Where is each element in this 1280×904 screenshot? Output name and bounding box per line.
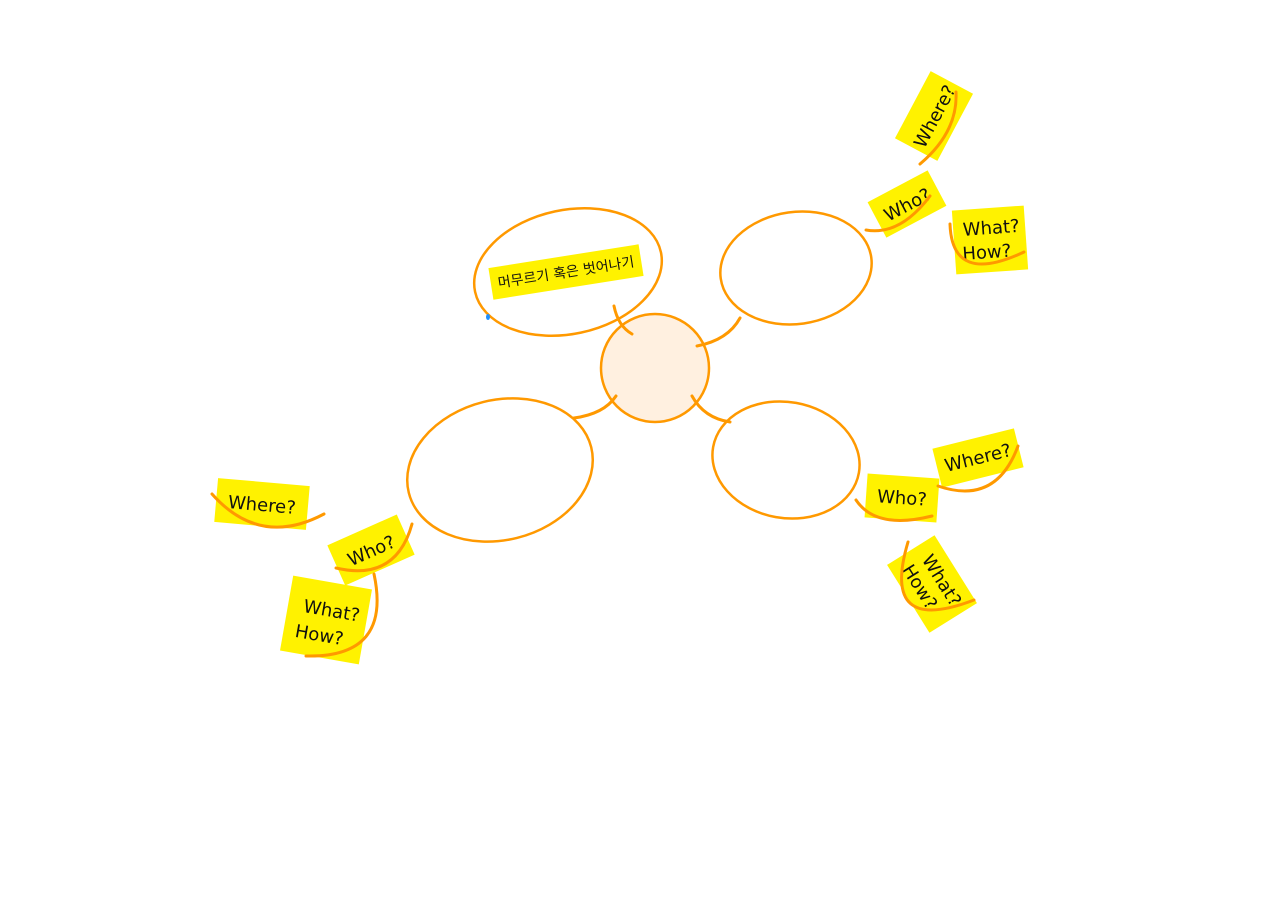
connector-curve: [918, 90, 958, 166]
cursor-dot: [486, 314, 490, 320]
sticky-note-text: Who?: [876, 486, 927, 510]
center-node[interactable]: [599, 312, 711, 424]
sticky-note-who[interactable]: Who?: [867, 170, 947, 238]
branch-ovals: [392, 192, 879, 560]
connector-bottom-left: [572, 394, 618, 420]
connector-curve: [854, 498, 934, 522]
connector-curve: [900, 540, 976, 612]
connector-curve: [210, 492, 326, 529]
note-connectors: [210, 90, 1026, 658]
branch-oval-bottom-right[interactable]: [703, 390, 869, 530]
sticky-note-where[interactable]: Where?: [932, 428, 1024, 488]
sticky-note-branch-label[interactable]: 머무르기 혹은 벗어나기: [488, 244, 644, 300]
connector-top-right: [695, 316, 742, 348]
branch-oval-top-left[interactable]: [462, 192, 674, 353]
branch-oval-bottom-left[interactable]: [392, 379, 608, 560]
connector-curve: [864, 194, 932, 233]
connector-curve: [948, 222, 1026, 266]
sticky-note-text: What?: [962, 216, 1020, 241]
branch-oval-top-right[interactable]: [713, 202, 879, 334]
sticky-note-who[interactable]: Who?: [327, 514, 415, 586]
connector-curve: [304, 572, 379, 658]
connector-top-left: [612, 304, 634, 336]
sticky-note-where[interactable]: Where?: [894, 71, 974, 161]
connector-curve: [936, 444, 1020, 493]
connector-curve: [334, 522, 414, 573]
sticky-note-where[interactable]: Where?: [214, 478, 310, 530]
sticky-note-what-how[interactable]: What? How?: [280, 575, 372, 665]
sticky-note-who[interactable]: Who?: [864, 473, 940, 523]
